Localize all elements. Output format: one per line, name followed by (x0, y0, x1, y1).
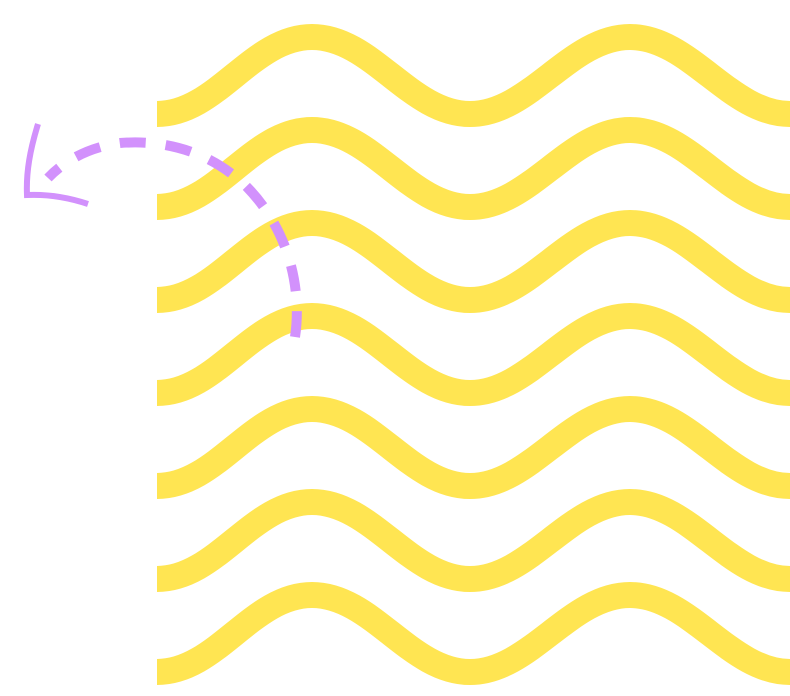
curved-arrow-icon (23, 123, 302, 338)
wave-line (156, 488, 790, 593)
arrow-head (23, 123, 89, 207)
wave-line (156, 116, 790, 221)
arrow-dashed-arc (44, 137, 302, 338)
wave-line (156, 581, 790, 686)
wave-line (156, 302, 790, 407)
wave-line (156, 209, 790, 314)
wave-line (156, 395, 790, 500)
wave-line (156, 23, 790, 128)
wave-lines-group (156, 23, 790, 686)
